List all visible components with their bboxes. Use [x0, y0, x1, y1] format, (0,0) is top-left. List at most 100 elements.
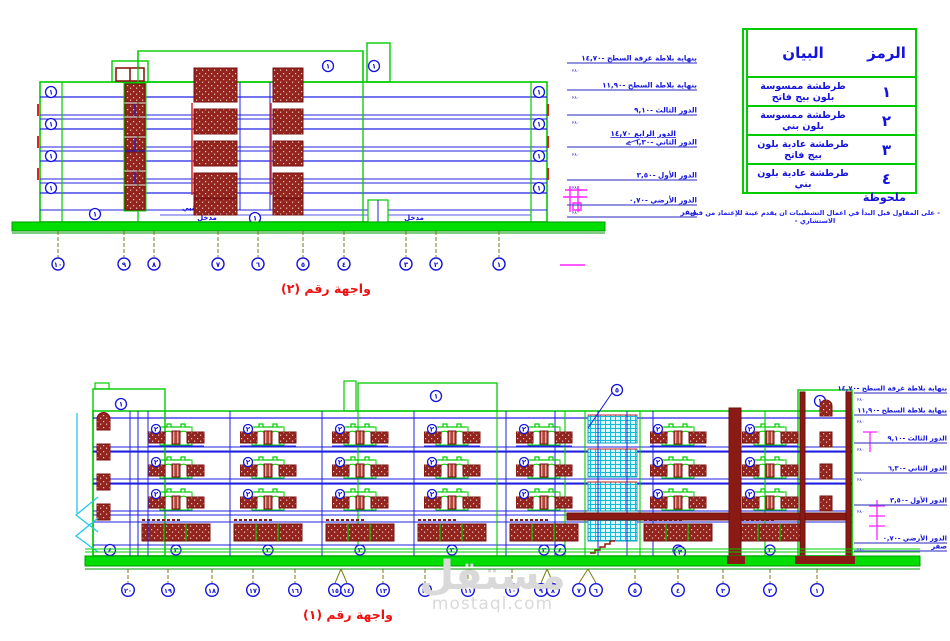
drawing-text: ٢	[246, 491, 251, 499]
ground-bar	[84, 555, 921, 567]
drawing-text: الدور الأرضي -٠,٧٠	[883, 534, 947, 543]
grid-bubble	[288, 583, 303, 598]
hatch-panel	[272, 108, 304, 135]
maroon-base	[795, 556, 855, 564]
grid-bubble	[211, 257, 225, 271]
finish-tag	[150, 456, 162, 468]
drawing-text: ٢٨٠	[857, 478, 864, 483]
drawing-text: ٩	[122, 261, 127, 269]
entrance-label: مدخل	[197, 214, 217, 222]
drawing-text: ١	[119, 401, 123, 409]
hatch-panel	[124, 83, 146, 103]
drawing-text: ٢	[522, 459, 527, 467]
leader	[587, 392, 613, 429]
grid-bubble	[147, 257, 161, 271]
finish-tag	[114, 397, 128, 411]
drawing-text: ٢	[656, 426, 661, 434]
drawing-text: ٢٨٠	[572, 211, 579, 216]
finish-tag	[334, 488, 346, 500]
drawing-shape	[123, 82, 147, 212]
legend-header-description: البيان	[746, 30, 858, 76]
roof-detail	[563, 186, 587, 212]
grid-bubble	[245, 583, 260, 598]
drawing-text: ١	[49, 185, 53, 193]
drawing-text: ٢	[656, 459, 661, 467]
drawing-text: الدور الأول -٣,٥٠	[637, 171, 697, 180]
grid-bubble	[296, 257, 310, 271]
drawing-text: ١٠	[508, 587, 516, 595]
drawing-text: ١٠	[54, 261, 63, 269]
drawing-text: ٢٠	[124, 587, 132, 595]
hatch-panel	[193, 140, 238, 167]
finish-tag	[88, 207, 102, 221]
drawing-text: ١	[815, 587, 819, 595]
hatch-panel	[193, 67, 238, 103]
tower-window	[96, 503, 111, 521]
drawing-text: ٣	[768, 547, 773, 555]
drawing-text: ٣	[678, 549, 683, 557]
drawing-text: ١٢	[421, 587, 429, 595]
maroon-pier	[799, 391, 806, 557]
drawing-text: ٤	[108, 547, 112, 555]
finish-tag	[242, 488, 254, 500]
drawing-text: ٢	[748, 459, 753, 467]
drawing-text: ١	[537, 185, 541, 193]
elevation-1-title: واجهة رقم (١)	[303, 607, 393, 622]
drawing-text: ٣	[266, 547, 271, 555]
drawing-text: ٣	[404, 261, 409, 269]
drawing-text: الدور الثالث -٩,١٠	[634, 106, 697, 115]
drawing-text: ١	[372, 63, 376, 71]
drawing-text: ٢	[338, 491, 343, 499]
drawing-text: ٤	[558, 547, 562, 555]
drawing-text: ١	[49, 153, 53, 161]
stair-glazing	[587, 448, 638, 478]
drawing-text: ١٣	[379, 587, 387, 595]
tower-window	[819, 463, 833, 480]
finish-tag	[518, 456, 530, 468]
ground-band	[325, 523, 395, 542]
finish-tag	[44, 149, 58, 163]
drawing-text: ٢	[430, 491, 435, 499]
elevation-2-title: واجهة رقم (٢)	[281, 281, 371, 296]
ground-band	[509, 523, 579, 542]
legend-row-symbol: ٢	[858, 105, 915, 134]
finish-tag	[744, 488, 756, 500]
drawing-text: ١	[326, 63, 330, 71]
drawing-text: ٢	[246, 426, 251, 434]
e2-roof-room-right	[366, 42, 391, 83]
drawing-text: ١	[818, 398, 822, 406]
finish-tag	[426, 456, 438, 468]
grid-bubble	[340, 583, 355, 598]
note-text: - على المقاول قبل البدأ في اعمال التشطيب…	[690, 209, 940, 225]
finish-tag	[518, 488, 530, 500]
finish-tag	[532, 181, 546, 195]
watermark: مستقل mostaql.com	[405, 556, 580, 613]
finish-tag	[532, 85, 546, 99]
hatch-panel	[193, 198, 238, 216]
drawing-text: ٩	[539, 587, 543, 595]
grid-leader	[540, 568, 548, 584]
drawing-text: ٢٨٠	[572, 153, 579, 158]
finish-tag	[334, 456, 346, 468]
finish-tag	[532, 149, 546, 163]
grid-leader	[334, 568, 342, 584]
hatch-panel	[272, 140, 304, 167]
hatch-panel	[272, 67, 304, 103]
grid-bubble	[120, 583, 135, 598]
detail-magenta	[863, 431, 885, 540]
grid-bubble	[251, 257, 265, 271]
stair-glazing	[587, 481, 638, 512]
drawing-text: ٤	[342, 261, 346, 269]
grid-bubble	[546, 583, 561, 598]
finish-tag	[532, 117, 546, 131]
hatch-panel	[124, 185, 146, 211]
legend-row-symbol: ٣	[858, 134, 915, 163]
drawing-text: ٢	[154, 426, 159, 434]
drawing-text: ٢٨٠	[857, 398, 864, 403]
e2-roof-room-left	[111, 60, 149, 83]
drawing-text: ٣	[450, 547, 455, 555]
drawing-text: ١٤	[343, 587, 351, 595]
watermark-name: مستقل	[419, 553, 566, 599]
grid-bubble	[429, 257, 443, 271]
drawing-text: ١٧	[249, 587, 257, 595]
